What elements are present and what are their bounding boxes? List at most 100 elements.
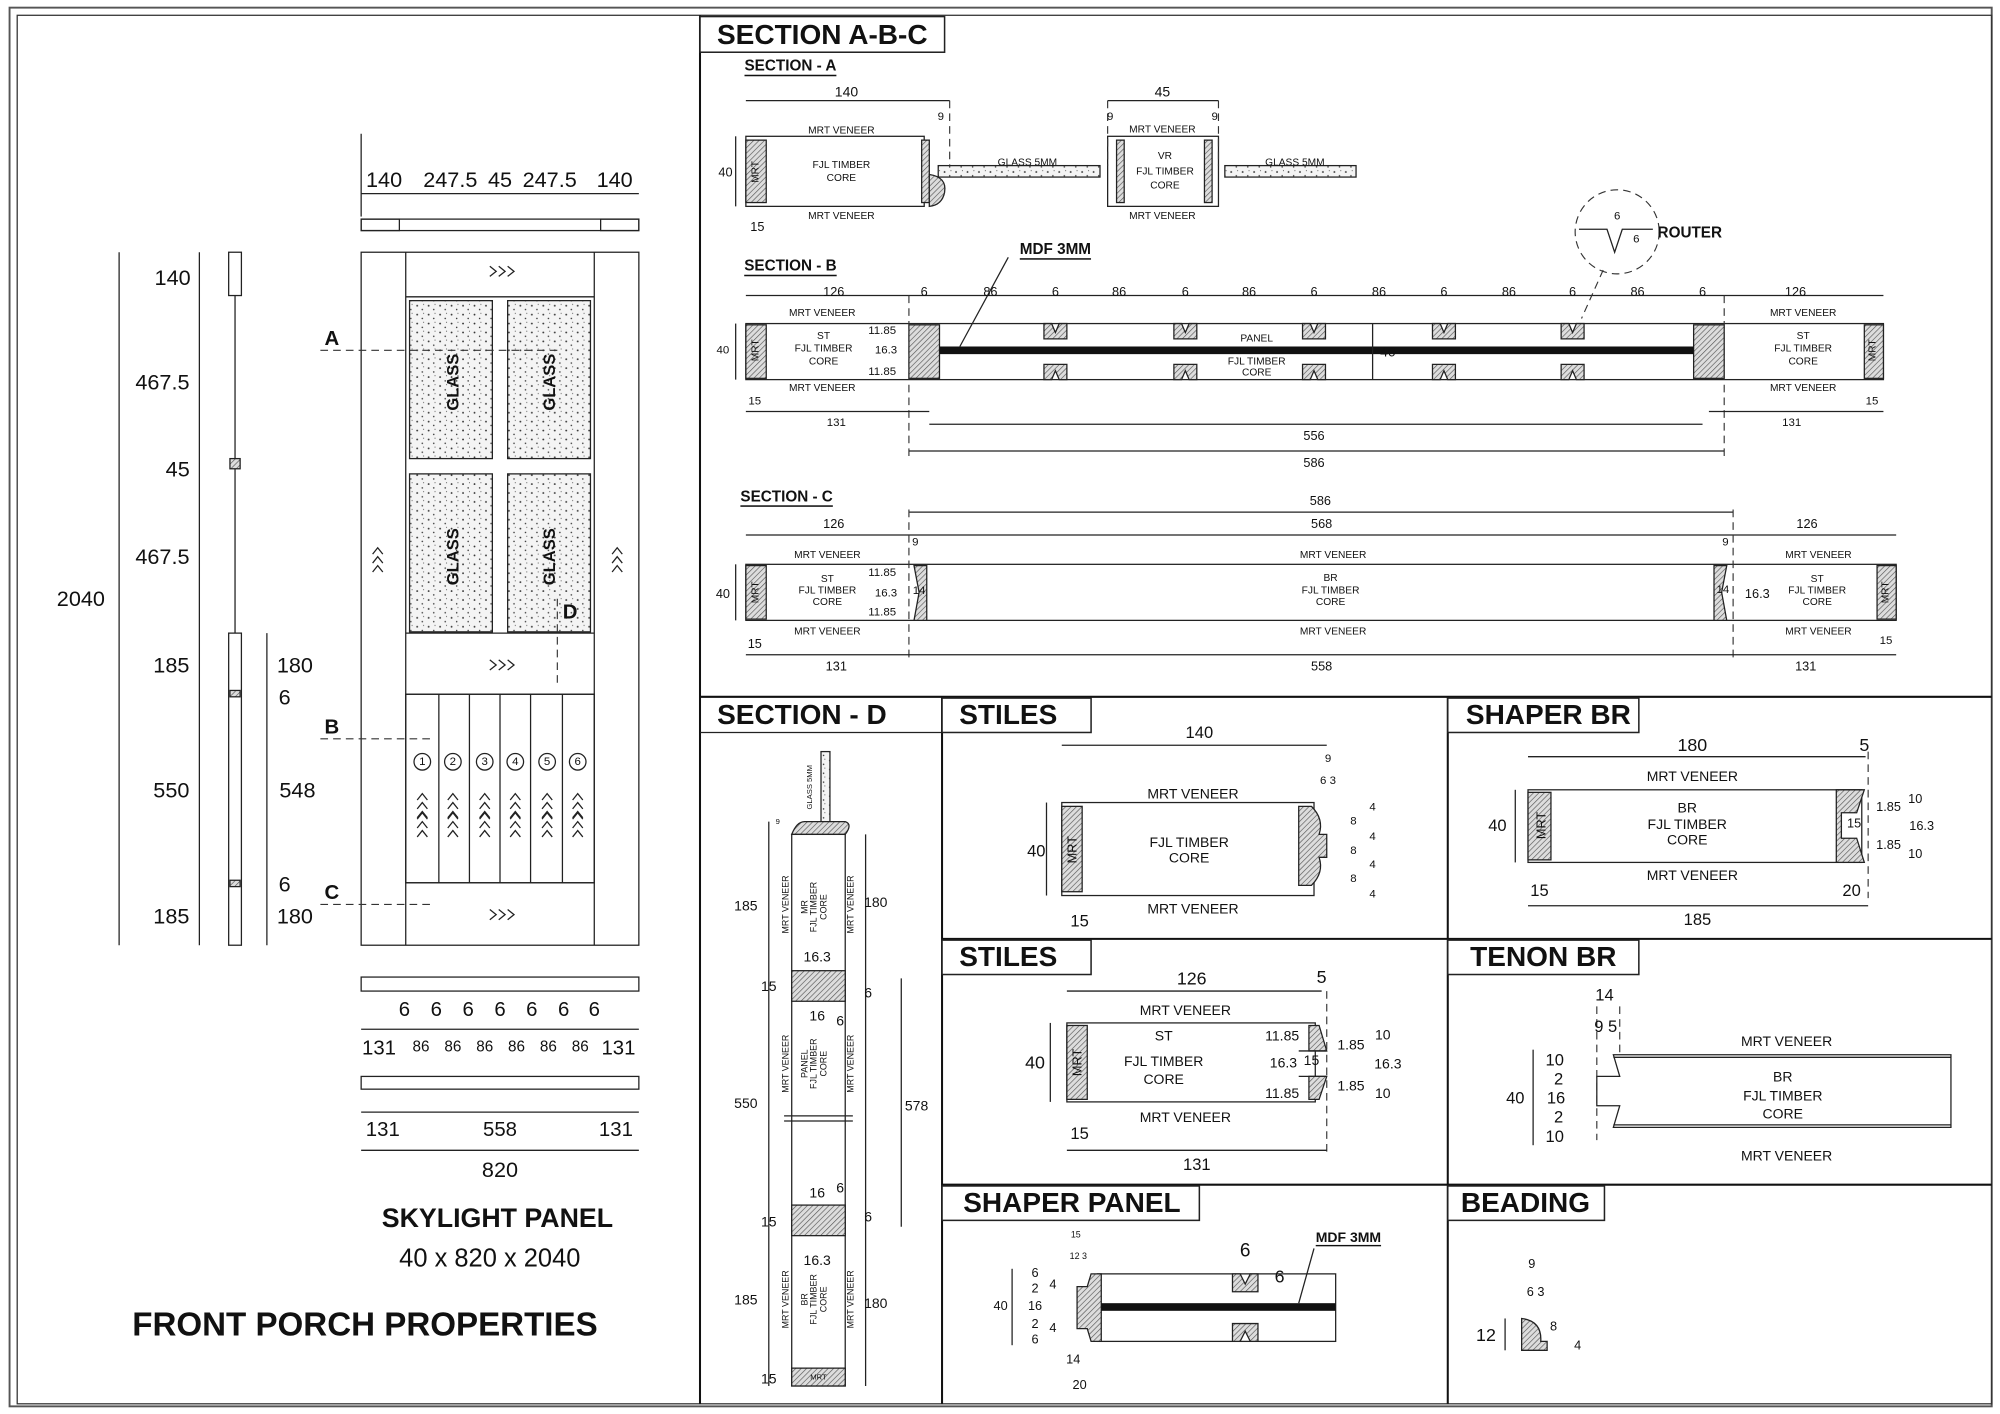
materials-label: MRT VENEER — [1770, 383, 1836, 394]
stiles-2-label: 16.3 — [1374, 1056, 1401, 1072]
materials-label: FJL TIMBER — [795, 344, 853, 355]
tenon-br-label: 16 — [1547, 1089, 1565, 1108]
panel-number: 5 — [544, 756, 550, 768]
elevation-label: 558 — [483, 1119, 517, 1141]
elevation-label: 86 — [476, 1039, 493, 1056]
section-d-label: 550 — [734, 1095, 758, 1111]
door-outline — [360, 251, 640, 946]
materials-label: ST — [1155, 1028, 1173, 1044]
materials-label: MRT — [810, 1373, 827, 1382]
materials-label: ROUTER — [1658, 225, 1722, 242]
elevation-label: GLASS — [443, 354, 462, 411]
headings-label: STILES — [959, 941, 1057, 972]
panel-number-circle — [443, 752, 462, 771]
headings-label: TENON BR — [1470, 941, 1616, 972]
panel-number: 1 — [419, 756, 425, 768]
elevation-label: 140 — [155, 265, 191, 290]
section-b-label: 6 — [921, 284, 928, 299]
grain-arrow-icon — [479, 811, 491, 838]
glass-pane — [408, 299, 493, 460]
stiles-2-drawing — [1049, 990, 1328, 1153]
materials-label: VR — [1158, 151, 1172, 162]
section-d-label: 16.3 — [804, 1252, 831, 1268]
elevation-label: 247.5 — [523, 167, 577, 192]
section-a-label: 9 — [1211, 111, 1217, 123]
materials-label: FJL TIMBER — [1648, 816, 1727, 832]
shaper-panel-label: 2 — [1031, 1316, 1038, 1331]
materials-label: MRT — [751, 161, 762, 183]
grain-arrow-icon — [509, 792, 521, 819]
section-b-drawing — [735, 189, 1885, 459]
shaper-br-label: 40 — [1488, 816, 1506, 835]
panel-number-circle — [475, 752, 494, 771]
stiles-1-label: 4 — [1369, 802, 1376, 814]
section-c-label: 126 — [823, 516, 844, 531]
section-c-label: 16.3 — [1745, 586, 1770, 601]
shaper-panel-label: 20 — [1073, 1377, 1087, 1392]
elevation-label: D — [563, 602, 578, 624]
materials-label: ST — [1797, 331, 1810, 342]
shaper-panel-label: 40 — [994, 1298, 1008, 1313]
elevation-label: 548 — [279, 777, 315, 802]
materials-label: MRT VENEER — [780, 1270, 790, 1329]
materials-label: MRT VENEER — [1147, 900, 1238, 916]
shaper-br-label: 10 — [1908, 791, 1922, 806]
elevation-label: 140 — [366, 167, 402, 192]
materials-label: MRT VENEER — [1140, 1002, 1231, 1018]
section-c-label: 11.85 — [868, 567, 896, 579]
grain-arrow-icon — [372, 546, 384, 573]
materials-label: FJL TIMBER — [1774, 344, 1832, 355]
section-b-label: 6 — [1614, 211, 1620, 223]
materials-label: MRT — [751, 339, 762, 361]
materials-label: MRT VENEER — [1129, 211, 1195, 222]
section-c-label: 9 — [1722, 537, 1728, 549]
materials-label: FJL TIMBER — [799, 586, 857, 597]
grain-arrow-icon — [611, 546, 623, 573]
elevation-label: 6 — [589, 999, 600, 1021]
materials-label: CORE — [1667, 831, 1707, 847]
stiles-1-label: 8 — [1350, 816, 1356, 828]
elevation-label: GLASS — [540, 528, 559, 585]
shaper-br-drawing — [1514, 751, 1869, 907]
panel-number: 3 — [482, 756, 488, 768]
section-a-label: 9 — [1107, 111, 1113, 123]
materials-label: GLASS 5MM — [998, 158, 1057, 169]
materials-label: MRT VENEER — [1129, 124, 1195, 135]
stiles-2-label: 11.85 — [1265, 1028, 1299, 1044]
tenon-br-label: 2 — [1554, 1108, 1563, 1127]
section-a-label: 9 — [938, 111, 944, 123]
elevation-label: 131 — [362, 1037, 396, 1059]
panel-number-circle — [538, 752, 557, 771]
elevation-label: 185 — [153, 652, 189, 677]
section-c-label: 558 — [1311, 659, 1332, 674]
section-a-label: 40 — [718, 164, 732, 179]
router-groove — [1560, 363, 1585, 381]
elevation-label: 247.5 — [423, 167, 477, 192]
materials-label: MRT VENEER — [794, 550, 860, 561]
section-d-label: 185 — [734, 898, 758, 914]
shaper-panel-label: 16 — [1028, 1298, 1042, 1313]
grain-direction-arrows — [372, 265, 623, 921]
elevation-label: 86 — [540, 1039, 557, 1056]
section-d-label: 185 — [734, 1291, 758, 1307]
materials-label: BR — [799, 1293, 809, 1306]
section-b-label: 6 — [1569, 284, 1576, 299]
headings-label: SECTION - C — [740, 488, 832, 505]
materials-label: MRT VENEER — [789, 383, 855, 394]
elevation-label: 6 — [431, 999, 442, 1021]
router-groove — [1301, 322, 1327, 340]
elevation-label: 6 — [279, 872, 291, 897]
stiles-1-label: 140 — [1186, 723, 1214, 742]
materials-label: ST — [817, 331, 830, 342]
materials-label: CORE — [819, 1051, 829, 1077]
section-a-label: 45 — [1155, 84, 1171, 100]
materials-label: GLASS 5MM — [1265, 158, 1324, 169]
shaper-br-label: 185 — [1684, 910, 1712, 929]
section-c-drawing — [735, 509, 1897, 663]
elevation-label: 140 — [597, 167, 633, 192]
stiles-1-label: 4 — [1369, 859, 1376, 871]
materials-label: CORE — [1169, 849, 1209, 865]
stiles-1-label: 9 — [1325, 753, 1331, 765]
beading-label: 12 — [1476, 1325, 1496, 1345]
